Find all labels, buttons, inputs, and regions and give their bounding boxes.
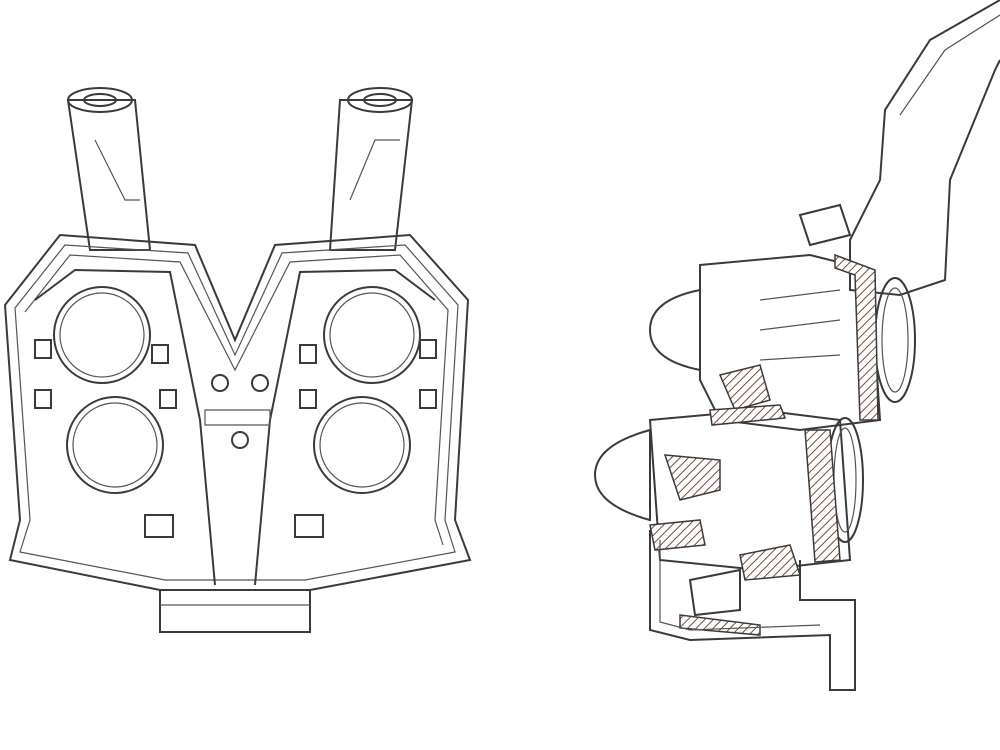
lens-lower-left bbox=[66, 396, 164, 494]
front-view bbox=[3, 87, 472, 633]
hatched-sections bbox=[649, 253, 879, 636]
lens-upper-left bbox=[53, 286, 151, 384]
right-mounting-post bbox=[328, 87, 414, 251]
upper-bracket bbox=[798, 0, 1000, 297]
lens-upper-right bbox=[323, 286, 421, 384]
lower-bracket bbox=[649, 530, 856, 691]
mounting-tabs bbox=[34, 339, 437, 538]
side-section-view bbox=[593, 0, 1000, 691]
left-mounting-post bbox=[66, 87, 152, 251]
center-bolts bbox=[204, 374, 271, 449]
lens-lower-right bbox=[313, 396, 411, 494]
housing-outline bbox=[3, 233, 472, 591]
bottom-bracket bbox=[159, 590, 311, 633]
